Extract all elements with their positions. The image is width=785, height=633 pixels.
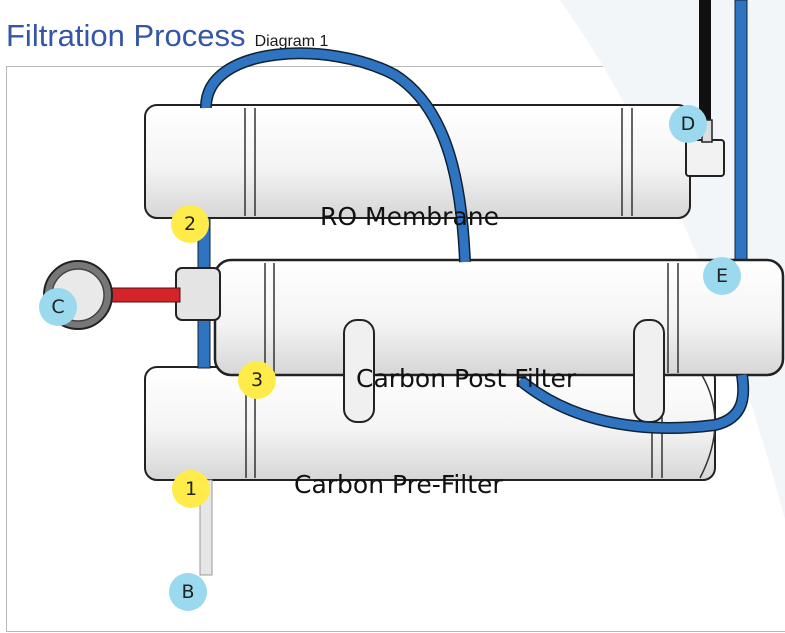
- marker-3: 3: [238, 361, 276, 399]
- diagram-header: Filtration Process Diagram 1: [6, 18, 328, 54]
- diagram-title: Filtration Process: [6, 18, 246, 53]
- blue-outlet-tube: [734, 0, 748, 263]
- carbon-pre-filter-label: Carbon Pre-Filter: [294, 470, 503, 499]
- marker-2: 2: [171, 205, 209, 243]
- marker-c: C: [39, 288, 77, 326]
- background-swoosh: [560, 0, 785, 520]
- diagram-frame: [6, 66, 785, 632]
- diagram-subtitle: Diagram 1: [254, 33, 329, 50]
- marker-1: 1: [172, 470, 210, 508]
- marker-b: B: [169, 573, 207, 611]
- ro-membrane-label: RO Membrane: [320, 202, 499, 231]
- carbon-post-filter-label: Carbon Post Filter: [356, 364, 577, 393]
- support-clip-right: [633, 319, 665, 423]
- tank-valve: [175, 267, 221, 321]
- black-outlet-tube: [699, 0, 711, 120]
- ro-membrane-housing: [144, 104, 725, 219]
- support-clip-left: [343, 319, 375, 423]
- carbon-post-filter-housing: [213, 258, 785, 377]
- marker-d: D: [669, 105, 707, 143]
- marker-e: E: [703, 257, 741, 295]
